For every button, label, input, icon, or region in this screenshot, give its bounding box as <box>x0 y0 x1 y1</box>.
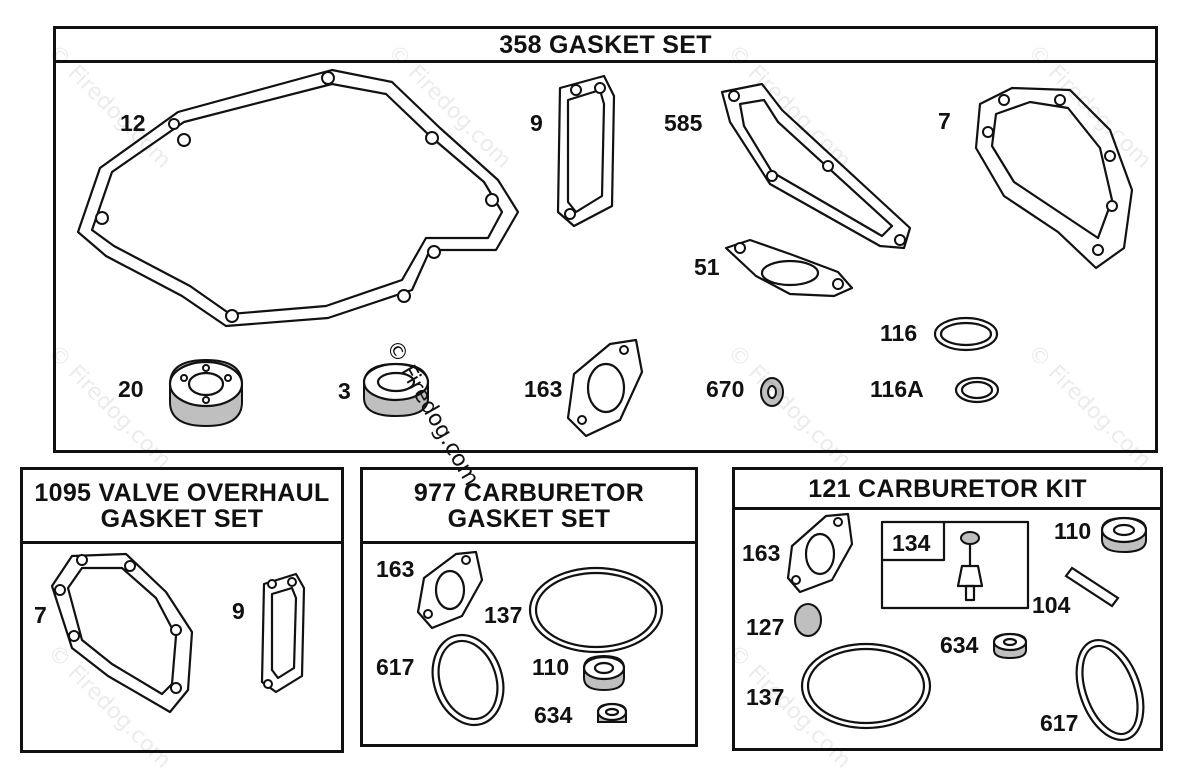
part-127-plug <box>794 603 822 637</box>
label-116A: 116A <box>870 376 924 402</box>
label-7-valve: 7 <box>34 602 47 628</box>
label-12: 12 <box>120 110 146 136</box>
panel-title-line2: GASKET SET <box>100 504 264 533</box>
part-634-washer-kit <box>992 632 1028 660</box>
label-7: 7 <box>938 108 951 134</box>
part-104-pin <box>1064 566 1120 608</box>
part-163-gasket-kit <box>786 512 854 594</box>
label-163-kit: 163 <box>742 540 781 566</box>
label-110-carb: 110 <box>532 654 570 680</box>
panel-title-line1: 1095 VALVE OVERHAUL <box>34 478 330 507</box>
label-127: 127 <box>746 614 785 640</box>
label-634-kit: 634 <box>940 632 979 658</box>
part-163-gasket-carb <box>416 550 484 630</box>
part-110-washer-carb <box>582 654 626 692</box>
part-116A-ring <box>954 376 1000 404</box>
label-134: 134 <box>892 530 931 556</box>
part-137-oring-kit <box>800 642 932 730</box>
part-617-ring-kit <box>1075 638 1145 742</box>
part-634-washer-carb <box>596 702 628 723</box>
panel-title-line2: GASKET SET <box>447 504 611 533</box>
panel-title: 358 GASKET SET <box>56 29 1155 63</box>
part-12-crankcase-gasket <box>76 68 520 328</box>
label-137-carb: 137 <box>484 602 523 628</box>
part-9-gasket-valve <box>260 572 306 694</box>
label-9-valve: 9 <box>232 598 245 624</box>
label-20: 20 <box>118 376 144 402</box>
label-116: 116 <box>880 320 918 346</box>
part-137-oring <box>528 566 664 654</box>
part-3-seal <box>362 362 430 418</box>
part-7-head-gasket <box>974 86 1134 270</box>
label-110-kit: 110 <box>1054 518 1092 544</box>
part-110-washer-kit <box>1100 516 1148 554</box>
part-116-ring <box>933 316 999 352</box>
part-7-head-gasket-valve <box>50 552 194 714</box>
part-134-box <box>880 520 1030 610</box>
label-634-carb: 634 <box>534 702 573 728</box>
label-670: 670 <box>706 376 745 402</box>
part-670-washer <box>760 377 784 407</box>
panel-title: 977 CARBURETOR GASKET SET <box>363 470 695 544</box>
part-9-gasket <box>556 74 616 228</box>
label-137-kit: 137 <box>746 684 785 710</box>
label-163: 163 <box>524 376 563 402</box>
panel-977-carburetor-gasket-set: 977 CARBURETOR GASKET SET <box>360 467 698 747</box>
part-617-ring <box>431 633 505 727</box>
panel-title: 121 CARBURETOR KIT <box>735 470 1160 510</box>
part-51-gasket <box>724 238 854 298</box>
label-9: 9 <box>530 110 543 136</box>
part-163-gasket <box>566 338 644 438</box>
label-617-kit: 617 <box>1040 710 1079 736</box>
label-104: 104 <box>1032 592 1071 618</box>
label-51: 51 <box>694 254 720 280</box>
label-585: 585 <box>664 110 703 136</box>
panel-title: 1095 VALVE OVERHAUL GASKET SET <box>23 470 341 544</box>
label-3: 3 <box>338 378 351 404</box>
part-20-seal <box>168 358 244 428</box>
label-163-carb: 163 <box>376 556 415 582</box>
part-585-gasket <box>720 82 912 250</box>
panel-title-line1: 977 CARBURETOR <box>413 478 645 507</box>
label-617-carb: 617 <box>376 654 415 680</box>
